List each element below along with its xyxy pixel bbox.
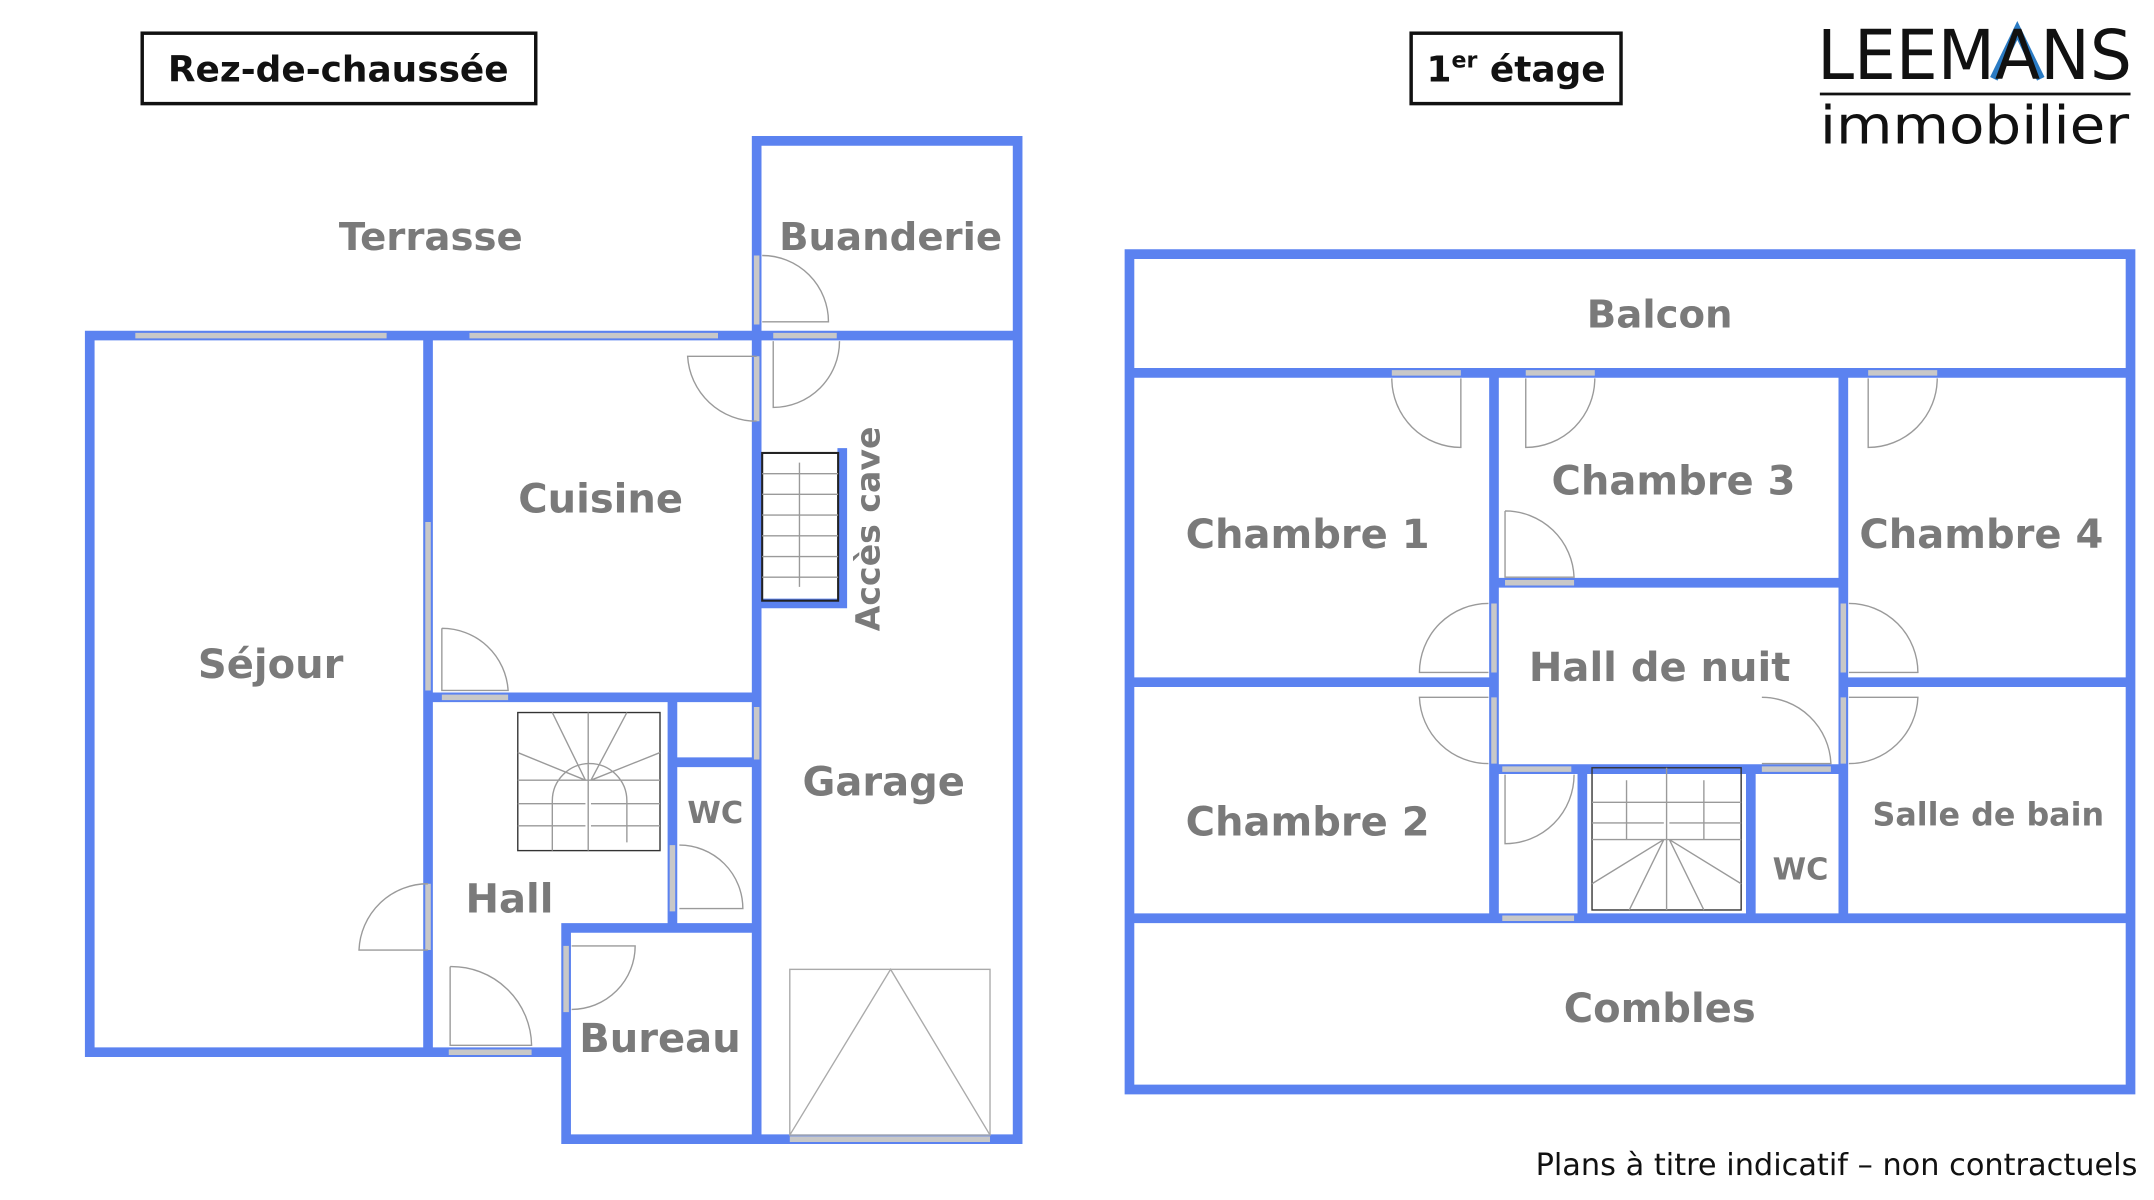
room-sejour: Séjour [198,642,344,688]
room-garage: Garage [802,759,964,805]
room-combles: Combles [1564,986,1756,1032]
room-salle-de-bain: Salle de bain [1873,798,2105,834]
ground-floor-walls [84,136,1023,1145]
ground-floor-title: Rez-de-chaussée [140,31,538,106]
title-number: 1 [1427,50,1452,91]
first-floor-walls [1124,249,2136,1095]
title-sup: er [1452,48,1478,74]
title-rest: étage [1477,50,1605,91]
disclaimer: Plans à titre indicatif – non contractue… [1536,1148,2138,1183]
room-chambre-4: Chambre 4 [1859,512,2103,558]
first-floor-labels: Balcon Chambre 1 Chambre 3 Chambre 4 Hal… [1186,292,2105,1032]
room-hall: Hall [466,877,554,923]
room-chambre-3: Chambre 3 [1552,458,1796,504]
room-bureau: Bureau [579,1016,740,1062]
room-buanderie: Buanderie [779,215,1002,260]
first-floor-title: 1er étage [1409,31,1623,106]
room-balcon: Balcon [1587,292,1733,337]
svg-text:1er étage: 1er étage [1427,48,1606,91]
room-acces-cave: Accès cave [849,427,888,632]
logo-sub: immobilier [1820,96,2130,157]
room-wc: WC [687,796,743,831]
room-terrasse: Terrasse [339,215,523,260]
ground-floor-labels: Terrasse Buanderie Cuisine Accès cave Sé… [198,215,1002,1062]
logo-accent-icon [1990,20,2045,81]
logo-name: LEEMANS [1817,16,2132,96]
room-wc-etage: WC [1773,853,1829,888]
leemans-logo: LEEMANS immobilier [1817,16,2132,157]
room-chambre-2: Chambre 2 [1186,799,1430,845]
ground-floor-title-text: Rez-de-chaussée [168,50,509,91]
room-cuisine: Cuisine [518,476,683,522]
room-chambre-1: Chambre 1 [1186,512,1430,558]
room-hall-de-nuit: Hall de nuit [1529,645,1791,691]
